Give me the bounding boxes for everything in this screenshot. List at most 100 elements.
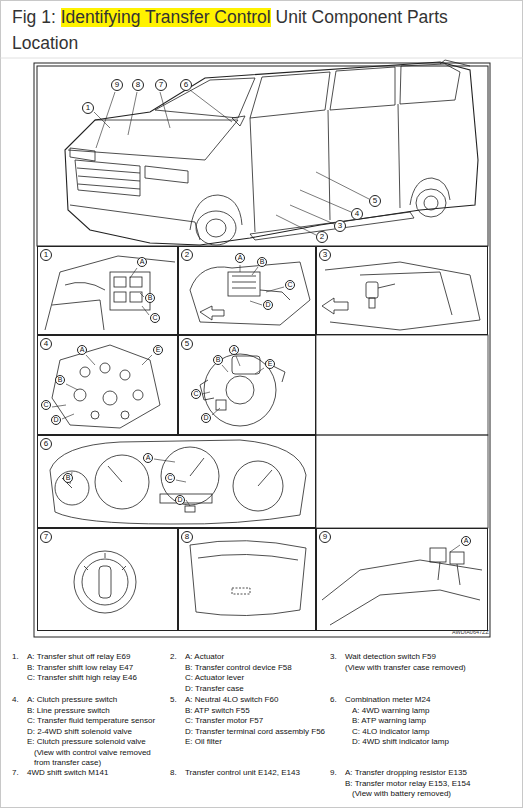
vehicle-drawing <box>250 104 400 232</box>
actuator-sketch <box>260 290 290 300</box>
callout-letter: D <box>263 300 273 310</box>
item-number: 6. <box>330 695 337 706</box>
vehicle-drawing <box>75 160 140 196</box>
combination-meter-sketch <box>70 459 190 506</box>
vehicle-drawing <box>70 205 200 240</box>
actuator-sketch <box>200 306 224 320</box>
part-description: Transfer control unit E142, E143 <box>185 768 300 779</box>
callout-letter: C <box>285 280 295 290</box>
callout-letter: B <box>55 375 65 385</box>
callout-letter: B <box>63 473 73 483</box>
control-valve-sketch <box>133 390 143 400</box>
battery-area-sketch <box>322 545 482 625</box>
callout-letter: C <box>150 313 160 323</box>
control-unit-sketch <box>190 541 306 616</box>
callout-letter: A <box>137 257 147 267</box>
view-panel: 3 <box>316 246 488 335</box>
part-description: (View with battery removed) <box>352 789 451 800</box>
part-description: B: Line pressure switch <box>27 706 110 717</box>
vehicle-drawing <box>196 211 236 245</box>
callout-letter: C <box>41 400 51 410</box>
transfer-case-sketch <box>232 356 260 374</box>
callout-letter: C <box>165 473 175 483</box>
wait-detection-switch-sketch <box>322 262 480 330</box>
callout-letter: C <box>191 389 201 399</box>
actuator-sketch <box>228 272 260 296</box>
item-number: 4. <box>12 695 19 706</box>
shift-switch-sketch <box>84 553 126 570</box>
wait-detection-switch-sketch <box>366 282 378 298</box>
part-description: A: Actuator <box>185 652 224 663</box>
item-number: 2. <box>170 652 177 663</box>
panel-number: 5 <box>181 338 193 350</box>
control-valve-sketch <box>74 389 86 401</box>
actuator-sketch <box>190 262 310 325</box>
callout-number: 8 <box>132 79 144 91</box>
page-frame <box>316 435 488 528</box>
item-number: 8. <box>170 768 177 779</box>
transfer-case-sketch <box>200 354 285 426</box>
part-description: A: Transfer dropping resistor E135 <box>345 768 467 779</box>
part-description: B: Transfer motor relay E153, E154 <box>345 779 470 790</box>
page-frame <box>37 66 488 246</box>
control-valve-sketch <box>100 363 110 373</box>
relay-box-sketch <box>45 256 175 330</box>
callout-number: 3 <box>334 220 346 232</box>
control-valve-sketch <box>120 370 130 380</box>
vehicle-drawing <box>190 195 242 230</box>
part-description: E: Oil filter <box>185 737 222 748</box>
callout-number: 4 <box>351 208 363 220</box>
wait-detection-switch-sketch <box>325 262 480 330</box>
battery-area-sketch <box>450 552 464 564</box>
figure-title: Fig 1: Identifying Transfer Control Unit… <box>12 4 467 56</box>
view-panel: 8 <box>178 528 316 631</box>
vehicle-drawing <box>232 116 245 126</box>
combination-meter-sketch <box>160 494 212 503</box>
callout-number: 1 <box>82 102 94 114</box>
shift-switch-sketch <box>82 559 128 605</box>
view-panel: 2 <box>178 246 316 335</box>
part-description: B: Transfer control device F58 <box>185 663 292 674</box>
part-description: B: ATP warning lamp <box>352 716 426 727</box>
wait-detection-switch-sketch <box>378 284 395 288</box>
panel-number: 9 <box>319 531 331 543</box>
part-description: B: ATP switch F55 <box>185 706 250 717</box>
actuator-sketch <box>190 262 310 325</box>
control-valve-sketch <box>103 391 117 405</box>
callout-letter: B <box>213 355 223 365</box>
battery-area-sketch <box>450 545 460 552</box>
item-number: 7. <box>12 768 19 779</box>
transfer-case-sketch <box>204 354 276 426</box>
part-description: Wait detection switch F59 <box>345 652 436 663</box>
part-description: C: 4LO indicator lamp <box>352 727 429 738</box>
vehicle-drawing <box>330 67 395 110</box>
actuator-sketch <box>232 276 256 288</box>
vehicle-drawing <box>68 120 238 160</box>
view-panel: 6 <box>37 435 316 528</box>
callout-letter: A <box>77 345 87 355</box>
vehicle-drawing <box>155 78 255 118</box>
control-valve-sketch <box>52 345 160 428</box>
panel-number: 3 <box>319 249 331 261</box>
vehicle-leader-lines <box>94 90 369 235</box>
vehicle-drawing <box>77 168 140 189</box>
part-description: A: 4WD warning lamp <box>352 706 429 717</box>
view-panel: 5 <box>178 335 316 435</box>
callout-number: 2 <box>316 231 328 243</box>
control-unit-sketch <box>232 588 250 594</box>
part-description: A: Clutch pressure switch <box>27 695 117 706</box>
relay-box-sketch <box>130 268 149 315</box>
part-description: C: Transfer shift high relay E46 <box>27 673 137 684</box>
part-description: D: Transfer terminal cord assembly F56 <box>185 727 325 738</box>
shift-switch-sketch <box>74 551 136 613</box>
callout-number: 7 <box>155 79 167 91</box>
battery-area-sketch <box>330 590 480 625</box>
vehicle-drawing <box>250 212 414 240</box>
shift-switch-sketch <box>74 551 136 613</box>
combination-meter-sketch <box>62 458 272 488</box>
callout-letter: A <box>235 253 245 263</box>
part-description: C: Actuator lever <box>185 673 244 684</box>
callout-letter: D <box>175 495 185 505</box>
